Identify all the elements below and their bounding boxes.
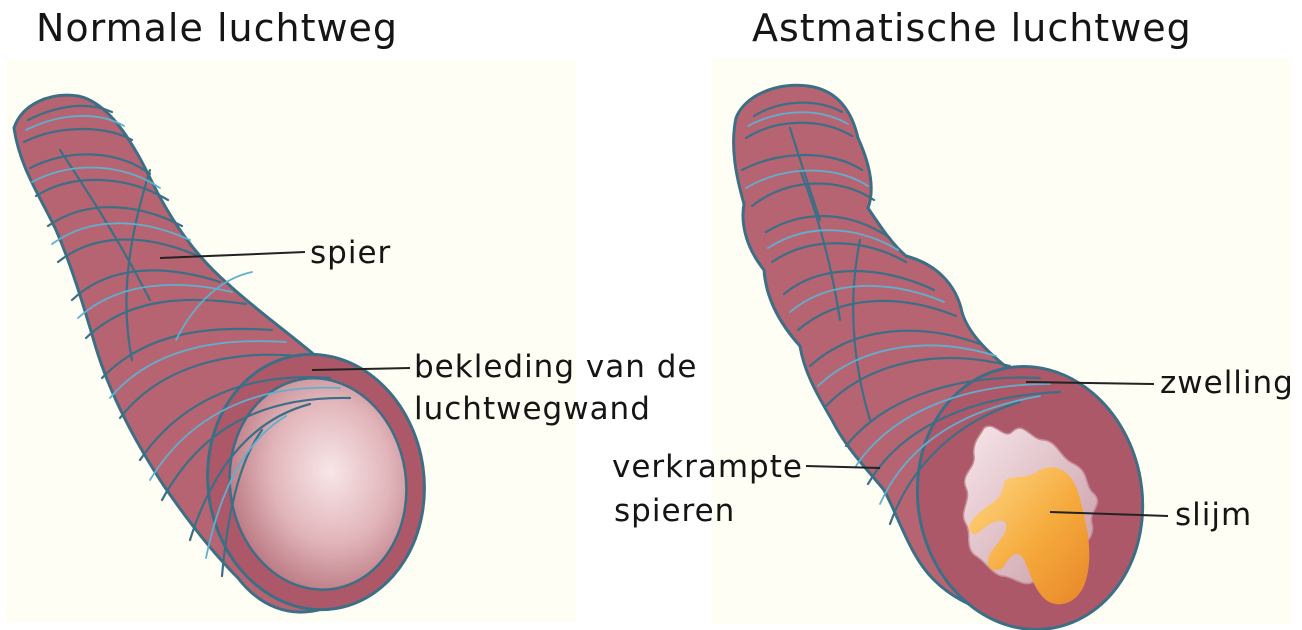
asthmatic-airway-title: Astmatische luchtweg — [752, 6, 1192, 50]
label-lining-line2: luchtwegwand — [414, 388, 651, 430]
label-swelling: zwelling — [1160, 362, 1294, 404]
label-lining-line1: bekleding van de — [414, 346, 697, 388]
label-cramped-muscles-line1: verkrampte — [612, 446, 803, 488]
label-cramped-muscles-line2: spieren — [614, 490, 735, 532]
normal-airway-title: Normale luchtweg — [36, 6, 398, 50]
label-mucus: slijm — [1175, 494, 1252, 536]
label-muscle: spier — [310, 232, 391, 274]
